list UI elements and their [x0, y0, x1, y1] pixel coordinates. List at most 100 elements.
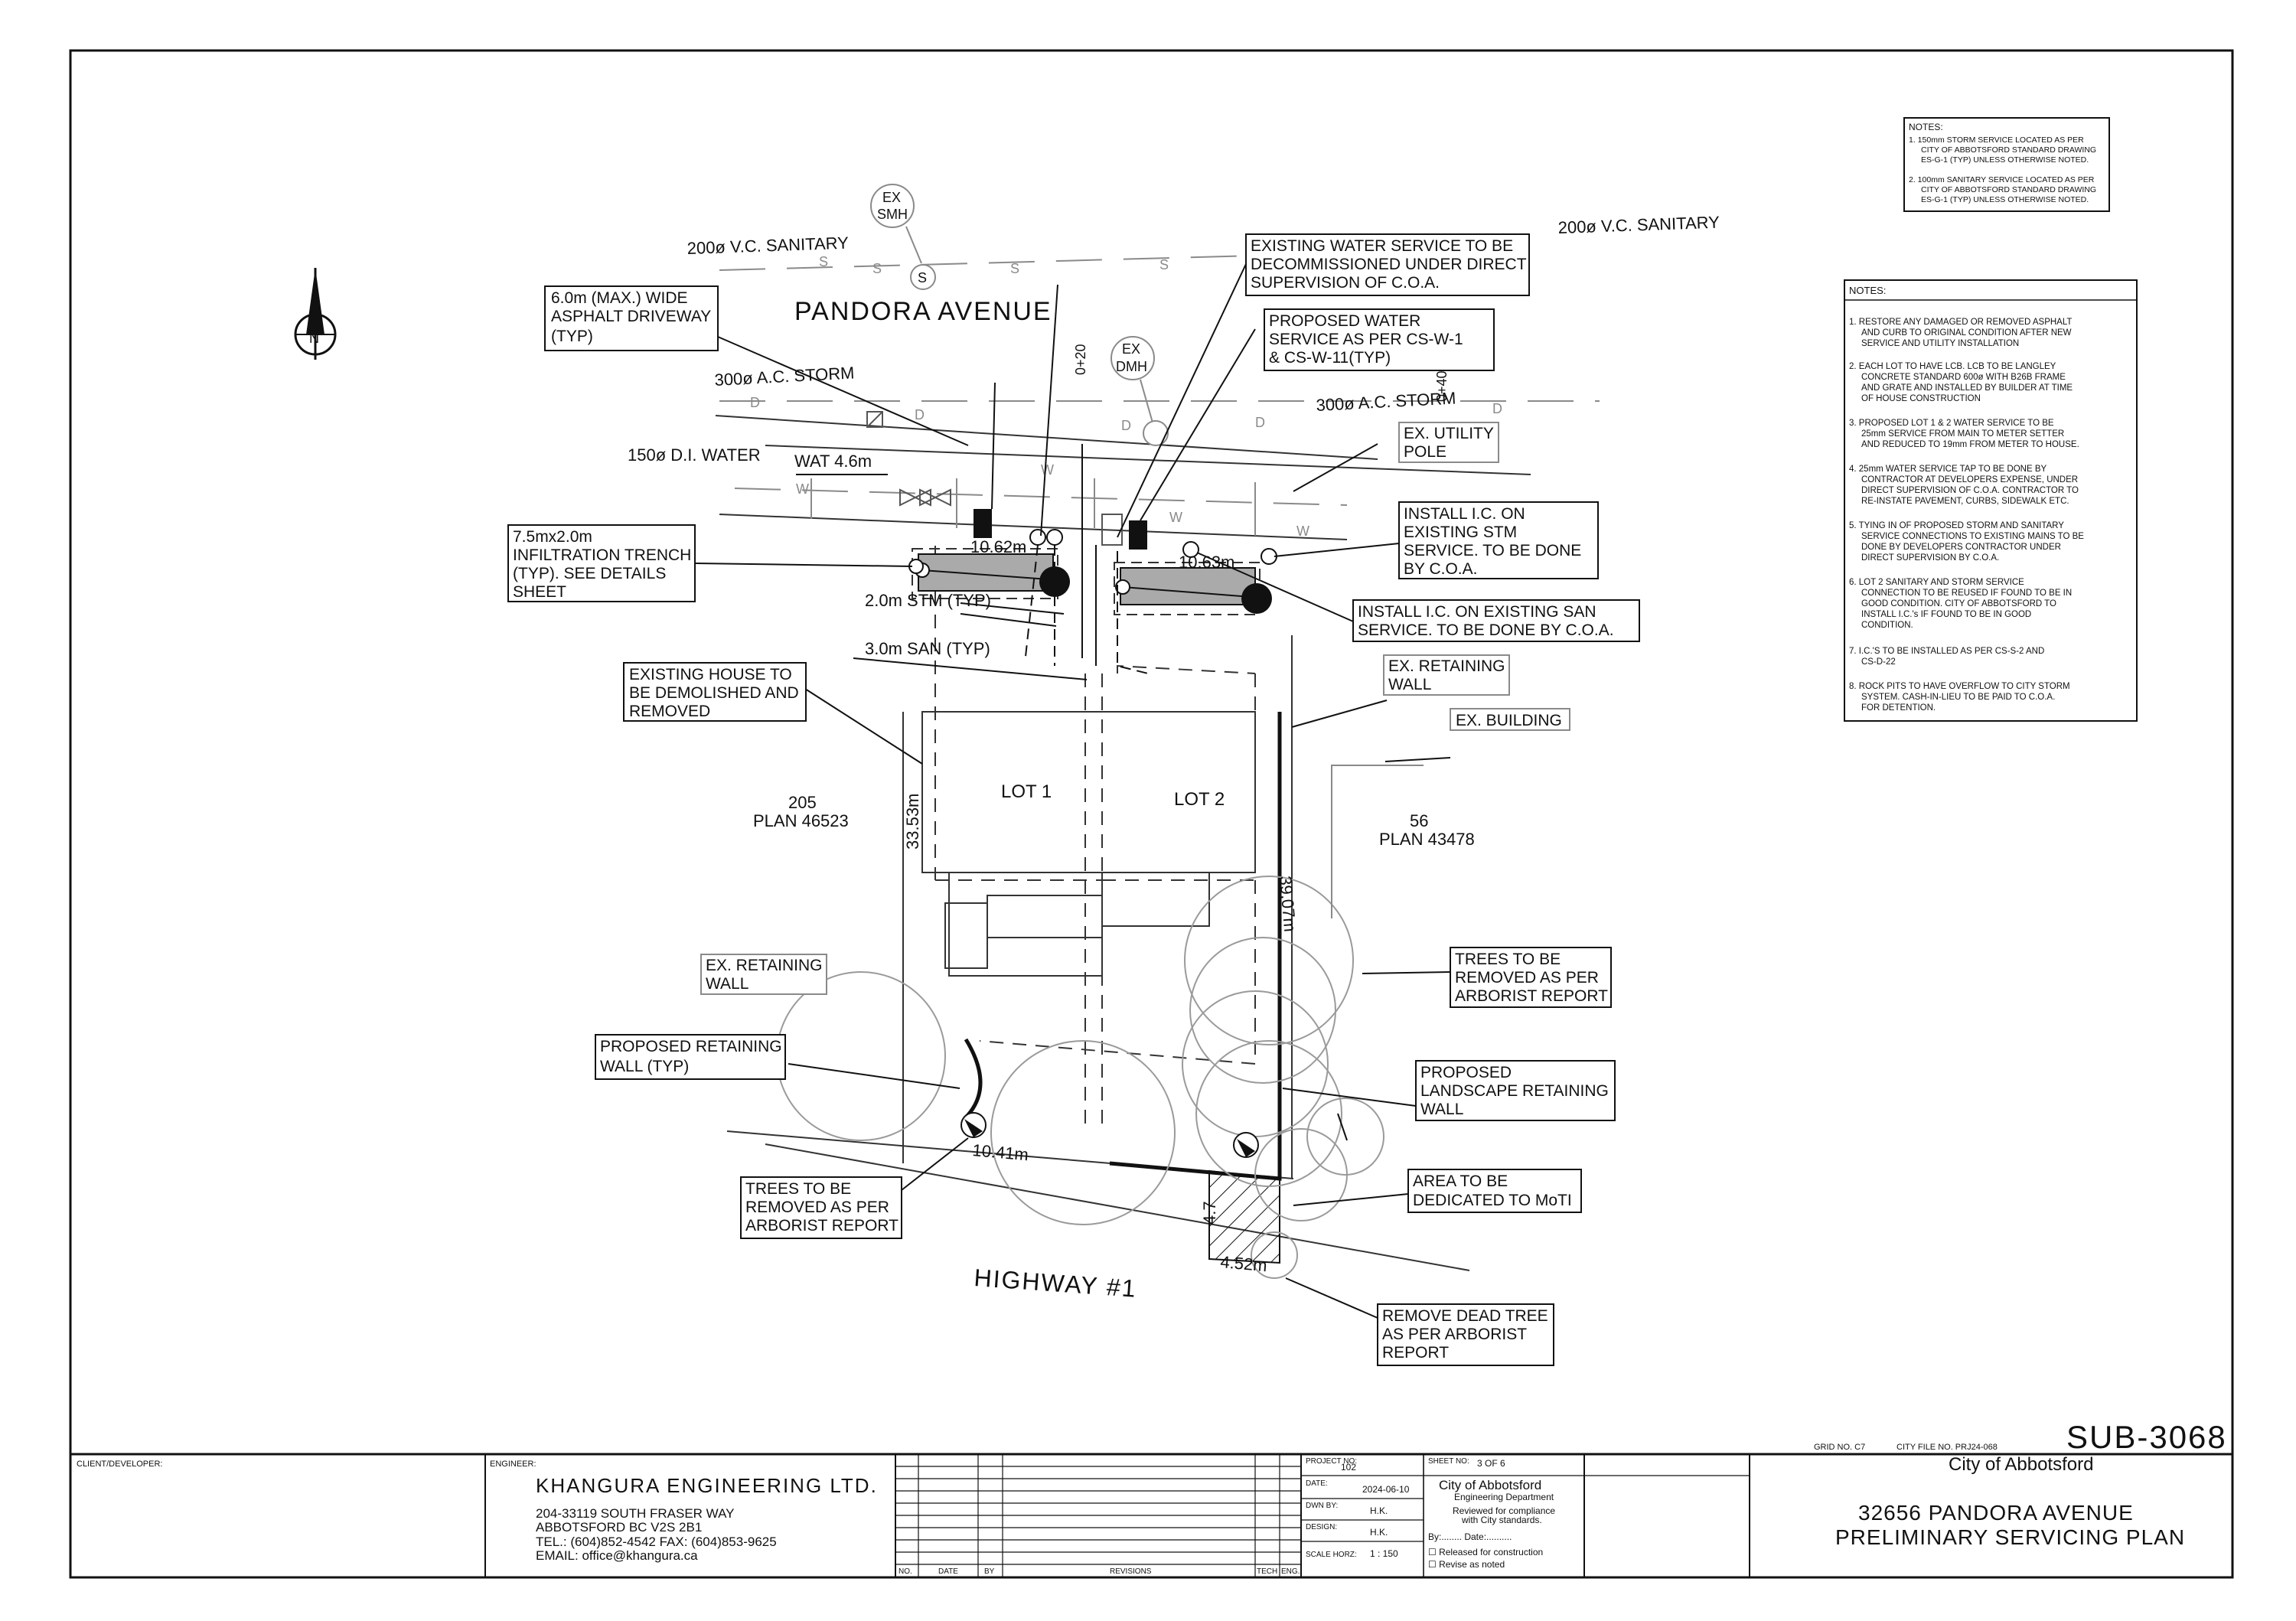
callout-landscape-wall: PROPOSED LANDSCAPE RETAINING WALL: [1415, 1060, 1616, 1121]
svg-text:PROPOSED RETAINING: PROPOSED RETAINING: [600, 1038, 782, 1055]
svg-text:2. 100mm SANITARY SERVICE LOC: 2. 100mm SANITARY SERVICE LOCATED AS PER: [1909, 175, 2095, 184]
svg-text:WALL: WALL: [1388, 676, 1431, 693]
svg-text:PRELIMINARY SERVICING PLAN: PRELIMINARY SERVICING PLAN: [1835, 1525, 2185, 1549]
svg-text:SERVICE CONNECTIONS TO EXISTIN: SERVICE CONNECTIONS TO EXISTING MAINS TO…: [1861, 532, 2084, 541]
svg-text:SERVICE. TO BE DONE: SERVICE. TO BE DONE: [1404, 542, 1581, 559]
ex-pole-icon: [866, 411, 883, 428]
firm-name: KHANGURA ENGINEERING LTD.: [536, 1474, 878, 1497]
svg-text:DECOMMISSIONED UNDER DIRECT: DECOMMISSIONED UNDER DIRECT: [1251, 256, 1527, 273]
svg-text:SHEET NO:: SHEET NO:: [1428, 1457, 1469, 1466]
svg-text:GOOD CONDITION. CITY OF ABBOTS: GOOD CONDITION. CITY OF ABBOTSFORD TO: [1861, 599, 2056, 608]
svg-text:CONTRACTOR AT DEVELOPERS EXPEN: CONTRACTOR AT DEVELOPERS EXPENSE, UNDER: [1861, 475, 2078, 484]
svg-text:REMOVED AS PER: REMOVED AS PER: [1455, 969, 1599, 987]
svg-text:EX. BUILDING: EX. BUILDING: [1456, 712, 1562, 729]
callout-infiltration-trench: 7.5mx2.0m INFILTRATION TRENCH (TYP). SEE…: [507, 524, 696, 602]
lot-boundaries: [726, 546, 1470, 1271]
svg-text:REMOVE DEAD TREE: REMOVE DEAD TREE: [1382, 1307, 1548, 1325]
svg-text:City of Abbotsford: City of Abbotsford: [1949, 1454, 2093, 1475]
station-left: 0+20: [1073, 344, 1088, 375]
dedication-area: [1208, 1169, 1280, 1264]
svg-text:& CS-W-11(TYP): & CS-W-11(TYP): [1269, 349, 1391, 367]
utility-labels: 200ø V.C. SANITARY 200ø V.C. SANITARY 30…: [628, 213, 1720, 471]
callout-driveway: 6.0m (MAX.) WIDE ASPHALT DRIVEWAY (TYP): [544, 285, 719, 351]
sanitary-right-label: 200ø V.C. SANITARY: [1557, 213, 1720, 237]
svg-text:TEL.: (604)852-4542 FAX: (604): TEL.: (604)852-4542 FAX: (604)853-9625: [536, 1535, 777, 1549]
water-meter-lot2: [1129, 520, 1147, 550]
svg-text:AND GRATE AND INSTALLED BY BUI: AND GRATE AND INSTALLED BY BUILDER AT TI…: [1861, 383, 2073, 393]
lot-2-label: LOT 2: [1174, 789, 1225, 810]
svg-text:TREES TO BE: TREES TO BE: [1455, 951, 1561, 968]
svg-text:S: S: [1010, 261, 1019, 276]
svg-text:REMOVED AS PER: REMOVED AS PER: [745, 1199, 889, 1216]
lot-labels: LOT 1 LOT 2 205 PLAN 46523 56 PLAN 43478: [753, 781, 1475, 849]
svg-text:32656 PANDORA AVENUE: 32656 PANDORA AVENUE: [1858, 1501, 2134, 1525]
grid-no: GRID NO. C7: [1814, 1443, 1865, 1452]
svg-text:W: W: [1169, 510, 1182, 525]
callout-trees-east: TREES TO BE REMOVED AS PER ARBORIST REPO…: [1450, 947, 1612, 1008]
proposed-retaining-wall: [964, 1038, 983, 1119]
callout-utility-pole: EX. UTILITY POLE: [1398, 422, 1499, 463]
svg-text:INSTALL I.C. ON: INSTALL I.C. ON: [1404, 505, 1525, 523]
callout-dedication: AREA TO BE DEDICATED TO MoTI: [1407, 1169, 1582, 1213]
svg-text:AND CURB TO ORIGINAL CONDITION: AND CURB TO ORIGINAL CONDITION AFTER NEW: [1861, 328, 2072, 338]
svg-text:TREES TO BE: TREES TO BE: [745, 1180, 851, 1198]
svg-text:INSTALL I.C.'s IF FOUND TO BE: INSTALL I.C.'s IF FOUND TO BE IN GOOD: [1861, 610, 2031, 619]
svg-text:INFILTRATION TRENCH: INFILTRATION TRENCH: [513, 546, 691, 564]
svg-text:DIRECT SUPERVISION BY C.O.A.: DIRECT SUPERVISION BY C.O.A.: [1861, 553, 1999, 563]
svg-text:SHEET: SHEET: [513, 583, 566, 601]
svg-text:EX. RETAINING: EX. RETAINING: [706, 957, 822, 974]
svg-text:H.K.: H.K.: [1370, 1505, 1388, 1516]
svg-text:LANDSCAPE RETAINING: LANDSCAPE RETAINING: [1420, 1082, 1609, 1100]
svg-text:EXISTING WATER SERVICE TO BE: EXISTING WATER SERVICE TO BE: [1251, 237, 1513, 255]
stm-offset-label: 2.0m STM (TYP): [865, 591, 991, 610]
svg-text:SMH: SMH: [877, 207, 908, 222]
client-label: CLIENT/DEVELOPER:: [77, 1460, 162, 1469]
tree-marker-icons: [960, 1112, 1259, 1158]
svg-text:BY: BY: [984, 1567, 995, 1576]
svg-text:S: S: [1159, 257, 1169, 272]
infiltration-trench-lot2: [1114, 562, 1272, 615]
svg-text:DESIGN:: DESIGN:: [1306, 1523, 1337, 1531]
water-label: 150ø D.I. WATER: [628, 445, 761, 465]
svg-text:6.0m (MAX.) WIDE: 6.0m (MAX.) WIDE: [551, 289, 688, 307]
svg-text:WALL (TYP): WALL (TYP): [600, 1058, 689, 1075]
svg-text:☐ Released for construction: ☐ Released for construction: [1428, 1547, 1543, 1557]
svg-text:WALL: WALL: [706, 975, 748, 993]
svg-text:CONNECTION TO BE REUSED IF FOU: CONNECTION TO BE REUSED IF FOUND TO BE I…: [1861, 589, 2072, 598]
svg-text:102: 102: [1341, 1462, 1356, 1473]
svg-text:D: D: [915, 407, 925, 422]
svg-text:EX: EX: [882, 190, 901, 205]
svg-text:D: D: [1492, 401, 1502, 416]
svg-text:S: S: [872, 261, 882, 276]
svg-text:☐ Revise as noted: ☐ Revise as noted: [1428, 1559, 1505, 1570]
svg-text:D: D: [1121, 418, 1131, 433]
utility-line-letters: S S S S D D D D D W W W W: [750, 254, 1502, 539]
svg-text:33.53m: 33.53m: [903, 794, 922, 850]
title-block: CLIENT/DEVELOPER: ENGINEER: KHANGURA ENG…: [70, 1453, 2232, 1577]
svg-text:TECH: TECH: [1257, 1567, 1277, 1576]
svg-text:DMH: DMH: [1116, 359, 1147, 374]
svg-text:10.63m: 10.63m: [1179, 553, 1234, 572]
callout-ex-retaining-east: EX. RETAINING WALL: [1383, 654, 1510, 696]
svg-text:RE-INSTATE PAVEMENT, CURBS, SI: RE-INSTATE PAVEMENT, CURBS, SIDEWALK ETC…: [1861, 497, 2069, 506]
notes-top-box: NOTES: 1. 150mm STORM SERVICE LOCATED AS…: [1903, 117, 2110, 212]
svg-text:DEDICATED TO MoTI: DEDICATED TO MoTI: [1413, 1192, 1572, 1209]
svg-text:10.62m: 10.62m: [970, 537, 1026, 556]
svg-text:EX: EX: [1122, 341, 1140, 357]
callout-dead-tree: REMOVE DEAD TREE AS PER ARBORIST REPORT: [1377, 1303, 1554, 1366]
svg-text:D: D: [1255, 415, 1265, 430]
lot-1-label: LOT 1: [1001, 781, 1052, 802]
infiltration-trench-lot1: [908, 548, 1070, 599]
wat-offset-label: WAT 4.6m: [794, 452, 872, 471]
svg-text:204-33119 SOUTH FRASER WAY: 204-33119 SOUTH FRASER WAY: [536, 1506, 735, 1521]
svg-text:2. EACH LOT TO HAVE LCB. LCB T: 2. EACH LOT TO HAVE LCB. LCB TO BE LANGL…: [1849, 362, 2056, 371]
station-right: 0+40: [1434, 370, 1450, 402]
svg-text:1. RESTORE ANY DAMAGED OR REMO: 1. RESTORE ANY DAMAGED OR REMOVED ASPHAL…: [1849, 318, 2072, 327]
storm-left-label: 300ø A.C. STORM: [714, 363, 855, 390]
svg-text:CITY OF ABBOTSFORD STANDARD DR: CITY OF ABBOTSFORD STANDARD DRAWING: [1921, 185, 2096, 194]
callout-proposed-water: PROPOSED WATER SERVICE AS PER CS-W-1 & C…: [1264, 308, 1495, 371]
svg-text:PLAN 43478: PLAN 43478: [1379, 830, 1475, 849]
svg-text:10.41m: 10.41m: [972, 1140, 1029, 1164]
curb-ticks: [810, 478, 1256, 536]
